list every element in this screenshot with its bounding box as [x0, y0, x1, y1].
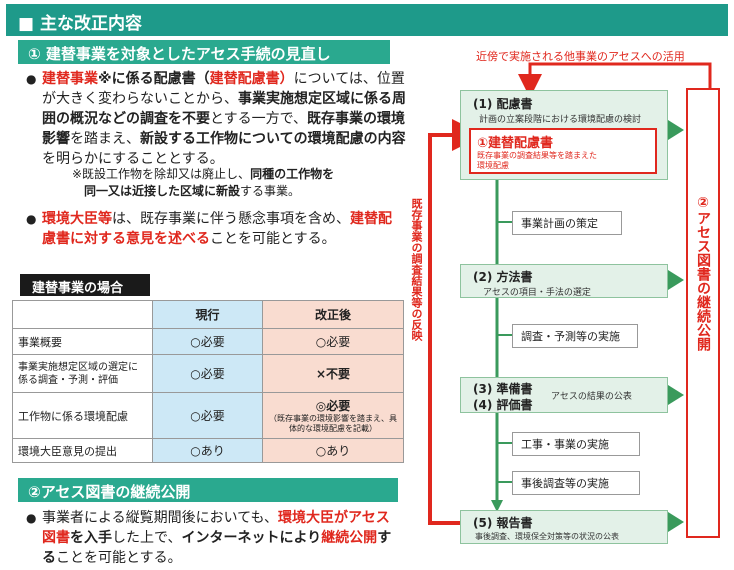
step-construct: 工事・事業の実施 [512, 432, 640, 456]
flow-box-title: (3) 準備書 [473, 382, 533, 396]
left-red-arrow [428, 119, 484, 525]
continuous-publication-label: ②アセス図書の継続公開 [695, 195, 711, 351]
main-flow-arrowhead [491, 500, 503, 512]
flow-box-sub: 事後調査、環境保全対策等の状況の公表 [475, 532, 619, 541]
bullet-dot: ● [26, 212, 37, 226]
text-assess-docs: アセス図書 [42, 510, 390, 546]
flow-box-title: ①建替配慮書 [477, 136, 554, 151]
flow-box-sub: 計画の立案段階における環境配慮の検討 [479, 115, 642, 125]
flow-box-title: (2) 方法書 [473, 270, 533, 284]
table-cell-new-value: ◎必要 [315, 399, 351, 413]
text-plain: とする一方で、 [210, 111, 308, 127]
continuous-publication-box [686, 88, 720, 538]
table-cell-new: ○あり [262, 438, 404, 463]
table-cell-new: ○必要 [262, 328, 404, 355]
step-survey: 調査・予測等の実施 [512, 324, 638, 348]
table-header-current: 現行 [152, 300, 263, 329]
text-plain: ことを可能とする。 [210, 231, 336, 247]
text-plain: は、既存事業に伴う懸念事項を含め、 [112, 211, 350, 227]
flow-box-preparation: (3) 準備書 (4) 評価書 アセスの結果の公表 [460, 377, 668, 413]
table-header-new: 改正後 [262, 300, 404, 329]
note-bold: 同種の工作物を [250, 167, 335, 181]
table-cell-current: ○必要 [152, 392, 263, 439]
table-cell-new-note: （既存事業の環境影響を踏まえ、具体的な環境配慮を記載） [269, 414, 397, 433]
right-arrowhead [668, 385, 684, 405]
top-red-arrow [518, 62, 712, 98]
note-text: する事業。 [240, 184, 301, 198]
section1-paragraph2: 環境大臣等は、既存事業に伴う懸念事項を含め、建替配慮書に対する意見を述べることを… [42, 209, 392, 249]
right-arrowhead [668, 120, 684, 140]
flow-box-sub: 既存事業の調査結果等を踏まえた [477, 151, 597, 160]
flow-box-title: (4) 評価書 [473, 398, 533, 412]
table-row: 工作物に係る環境配慮 ○必要 ◎必要 （既存事業の環境影響を踏まえ、具体的な環境… [12, 392, 404, 439]
reflection-vertical-label: 既存事業の調査結果等の反映 [410, 198, 423, 341]
section1-title: ① 建替事業を対象としたアセス手続の見直し [18, 40, 390, 64]
section1-note: ※既設工作物を除却又は廃止し、同種の工作物を同一又は近接した区域に新設する事業。 [72, 166, 402, 200]
bullet-dot: ● [26, 511, 37, 525]
table-cell-current: ○必要 [152, 354, 263, 393]
text-rebuild-project: 建替事業 [42, 71, 98, 87]
note-bold: 新設 [216, 184, 241, 198]
flow-box-report: (5) 報告書 事後調査、環境保全対策等の状況の公表 [460, 510, 668, 544]
text-plain: ことを可能とする。 [56, 550, 182, 566]
step-plan: 事業計画の策定 [512, 211, 622, 235]
table-row: 環境大臣意見の提出 ○あり ○あり [12, 438, 404, 463]
text-bold: 事業実施想定区域に係る周囲の概況などの調査を不要 [42, 91, 406, 127]
text-bold: 既存事業の環境影響 [42, 111, 406, 147]
table-header-blank [12, 300, 153, 329]
text-minister: 環境大臣等 [42, 211, 112, 227]
text-bold: ※に係る配慮書（ [98, 71, 210, 87]
step-post-survey: 事後調査等の実施 [512, 471, 640, 495]
note-text: ※既設工作物を除却又は廃止し、 [72, 167, 251, 181]
text-continuous: 継続公開 [321, 530, 378, 546]
flow-box-sub: 環境配慮 [477, 161, 509, 170]
table-cell-label: 環境大臣意見の提出 [12, 438, 153, 463]
table-tag: 建替事業の場合 [20, 274, 150, 296]
text-rebuild-doc: 建替配慮書） [209, 71, 294, 87]
table-cell-label: 工作物に係る環境配慮 [12, 392, 153, 439]
text-plain: 事業者による縦覧期間後においても、 [42, 510, 279, 526]
text-plain: を踏まえ、 [70, 131, 140, 147]
text-bold: する [42, 530, 392, 566]
text-bold: 新設する工作物についての環境配慮の内容 [140, 131, 406, 147]
text-opinion: 建替配慮書に対する意見を述べる [42, 211, 392, 247]
text-plain: を明らかにすることとする。 [42, 151, 224, 167]
table-cell-new: ◎必要 （既存事業の環境影響を踏まえ、具体的な環境配慮を記載） [262, 392, 404, 439]
table-cell-new: ×不要 [262, 354, 404, 393]
bullet-dot: ● [26, 72, 37, 86]
right-arrowhead [668, 270, 684, 290]
page-title: ■ 主な改正内容 [6, 4, 728, 36]
right-arrowhead [668, 512, 684, 532]
flow-box-sub: アセスの結果の公表 [551, 392, 632, 402]
section1-paragraph1: 建替事業※に係る配慮書（建替配慮書）については、位置が大きく変わらないことから、… [42, 69, 412, 169]
table-row: 事業概要 ○必要 ○必要 [12, 328, 404, 355]
section2-title: ②アセス図書の継続公開 [18, 478, 398, 502]
text-plain: した上で、 [112, 530, 182, 546]
reuse-label: 近傍で実施される他事業のアセスへの活用 [476, 50, 685, 63]
flow-box-title: (5) 報告書 [473, 516, 533, 530]
table-row: 事業実施想定区域の選定に係る調査・予測・評価 ○必要 ×不要 [12, 354, 404, 393]
flow-box-sub: アセスの項目・手法の選定 [483, 288, 591, 298]
table-cell-current: ○あり [152, 438, 263, 463]
text-bold: インターネットにより [181, 530, 322, 546]
flow-box-rebuild: ①建替配慮書 既存事業の調査結果等を踏まえた 環境配慮 [469, 128, 657, 174]
note-bold: 同一又は近接した区域に [84, 184, 217, 198]
flow-box-title: (1) 配慮書 [473, 97, 533, 111]
text-bold: を入手 [70, 530, 112, 546]
section2-paragraph: 事業者による縦覧期間後においても、環境大臣がアセス図書を入手した上で、インターネ… [42, 508, 392, 568]
text-plain: については、位置が大きく変わらないことから、 [42, 71, 405, 107]
table-cell-label: 事業実施想定区域の選定に係る調査・予測・評価 [12, 354, 153, 393]
flow-box-method: (2) 方法書 アセスの項目・手法の選定 [460, 264, 668, 298]
text-minister: 環境大臣が [278, 510, 349, 526]
comparison-table: 現行 改正後 事業概要 ○必要 ○必要 事業実施想定区域の選定に係る調査・予測・… [12, 300, 404, 463]
